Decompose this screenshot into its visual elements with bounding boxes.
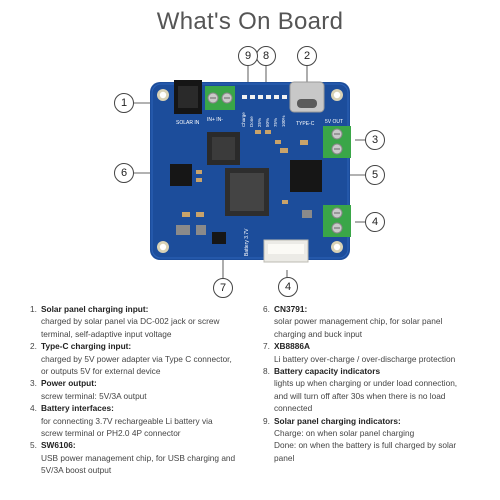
feature-number: 3. — [30, 378, 37, 389]
feature-description: Li battery over-charge / over-discharge … — [274, 353, 456, 364]
feature-number: 2. — [30, 341, 37, 352]
feature-item: 3. Power output:screw terminal: 5V/3A out… — [30, 377, 255, 402]
callout-1: 1 — [114, 93, 134, 113]
xb8886a-chip — [212, 232, 226, 244]
silk-5v-out: 5V OUT — [325, 119, 343, 125]
feature-heading: Battery capacity indicators — [274, 366, 381, 377]
feature-description: charged by solar panel via DC-002 jack o… — [41, 316, 220, 327]
silk-in-pm: IN+ IN- — [207, 117, 223, 123]
feature-heading: Solar panel charging input: — [41, 304, 149, 314]
callout-2: 2 — [297, 46, 317, 66]
feature-heading: Power output: — [41, 378, 97, 389]
feature-description: terminal, self-adaptive input voltage — [41, 328, 172, 339]
passives — [182, 130, 308, 217]
silk-charge-label: 75% — [273, 118, 278, 127]
feature-description: lights up when charging or under load co… — [274, 378, 458, 389]
feature-number: 6. — [263, 304, 270, 314]
silk-solar-in: SOLAR IN — [176, 120, 200, 126]
callout-5: 5 — [365, 165, 385, 185]
feature-description: solar power management chip, for solar p… — [274, 316, 443, 327]
feature-description: connected — [274, 403, 313, 414]
callout-7: 7 — [213, 278, 233, 298]
callout-4: 4 — [278, 277, 298, 297]
feature-heading: XB8886A — [274, 341, 310, 352]
callout-4-side: 4 — [365, 212, 385, 232]
feature-heading: SW6106: — [41, 440, 76, 451]
silk-charge-label: 25% — [257, 118, 262, 127]
silk-type-c: TYPE-C — [296, 121, 315, 127]
feature-description: screw terminal: 5V/3A output — [41, 390, 147, 401]
silk-charge-label: Done — [249, 116, 254, 127]
callout-6: 6 — [114, 163, 134, 183]
feature-description: and will turn off after 30s when there i… — [274, 390, 446, 401]
silk-battery: Battery 3.7V — [244, 228, 250, 256]
board-svg: SOLAR IN IN+ IN- TYPE-C 5V OUT Battery 3… — [133, 64, 368, 278]
feature-list-right: 6. CN3791: solar power management chip, fo… — [263, 303, 478, 464]
callout-3: 3 — [365, 130, 385, 150]
feature-description: or outputs 5V for external device — [41, 366, 161, 377]
board-illustration: SOLAR IN IN+ IN- TYPE-C 5V OUT Battery 3… — [114, 46, 385, 298]
feature-description: Done: on when the battery is full charge… — [274, 440, 457, 451]
feature-description: 5V/3A boost output — [41, 465, 112, 476]
sw6106-chip — [290, 160, 322, 192]
feature-heading: Solar panel charging indicators: — [274, 415, 401, 426]
feature-item: 5. SW6106:USB power management chip, for … — [30, 439, 255, 476]
feature-number: 4. — [30, 403, 37, 414]
feature-description: USB power management chip, for USB charg… — [41, 452, 236, 463]
feature-item: 9. Solar panel charging indicators: Charge… — [263, 415, 478, 465]
feature-number: 5. — [30, 440, 37, 451]
silk-charge-label: 50% — [265, 118, 270, 127]
callout-8: 8 — [256, 46, 276, 66]
feature-item: 6. CN3791: solar power management chip, fo… — [263, 303, 478, 340]
feature-number: 8. — [263, 366, 270, 377]
feature-item: 4. Battery interfaces:for connecting 3.7V… — [30, 402, 255, 439]
feature-number: 9. — [263, 415, 270, 426]
feature-heading: CN3791: — [274, 304, 308, 314]
feature-list-left: 1. Solar panel charging input: charged by … — [30, 303, 255, 477]
feature-number: 1. — [30, 304, 37, 314]
silk-charge-label: Charge — [241, 112, 246, 127]
page-title: What's On Board — [156, 8, 344, 35]
indicator-leds — [242, 95, 287, 99]
feature-description: charging and buck input — [274, 328, 363, 339]
cn3791-chip — [170, 164, 192, 186]
feature-description: screw terminal or PH2.0 4P connector — [41, 428, 181, 439]
feature-item: 2. Type-C charging input:charged by 5V po… — [30, 340, 255, 377]
feature-description: Charge: on when solar panel charging — [274, 428, 415, 439]
feature-heading: Type-C charging input: — [41, 341, 132, 352]
feature-description: charged by 5V power adapter via Type C c… — [41, 353, 232, 364]
feature-number: 7. — [263, 341, 270, 352]
feature-item: 1. Solar panel charging input: charged by … — [30, 303, 255, 340]
silk-charge-label: 100% — [281, 115, 286, 127]
feature-description: panel — [274, 452, 295, 463]
feature-description: for connecting 3.7V rechargeable Li batt… — [41, 415, 213, 426]
callout-9: 9 — [238, 46, 258, 66]
mounting-holes — [157, 89, 343, 253]
feature-heading: Battery interfaces: — [41, 403, 114, 414]
